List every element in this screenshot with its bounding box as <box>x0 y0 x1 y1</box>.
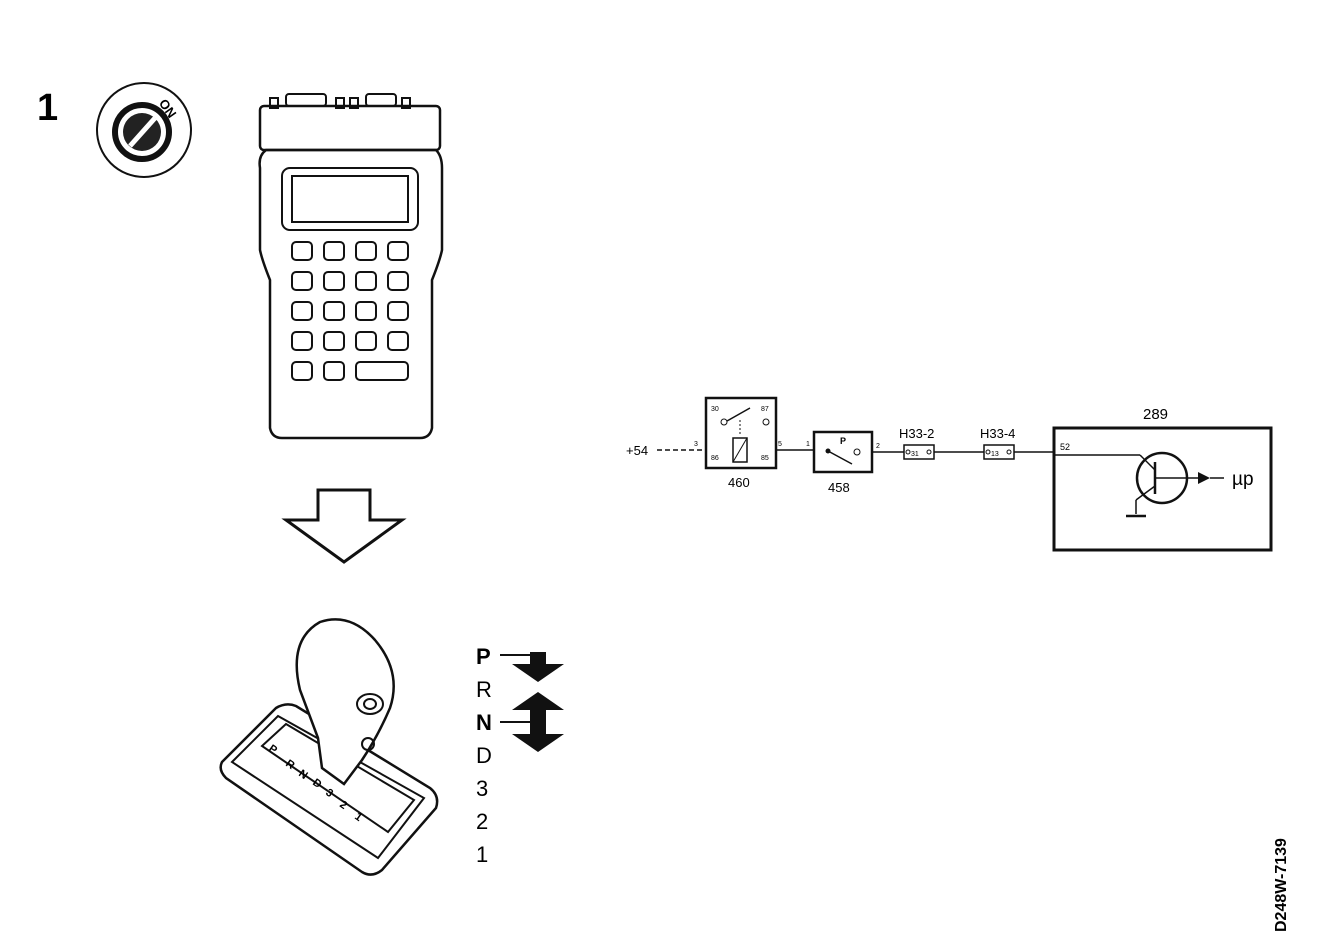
gear-position-n: N <box>476 710 492 735</box>
gate-label: 1 <box>352 811 364 824</box>
control-module-289: 289 52 µp <box>1052 406 1273 552</box>
relay-pin-30: 30 <box>711 406 719 413</box>
gear-position-d: D <box>476 743 492 768</box>
gear-position-3: 3 <box>476 776 488 801</box>
connector-2-pin: 13 <box>991 451 999 458</box>
relay-pin-left: 3 <box>694 441 698 448</box>
relay-pin-86: 86 <box>711 455 719 462</box>
connector-h33-4: H33-4 13 <box>980 426 1015 460</box>
supply-label: +54 <box>626 443 648 458</box>
gear-shifter-icon <box>219 618 439 876</box>
connector-1-id: H33-2 <box>899 426 934 441</box>
gate-label: D <box>310 777 323 791</box>
relay-pin-right: 5 <box>778 441 782 448</box>
ignition-on-label: ON <box>156 96 179 121</box>
tester-keypad <box>291 241 409 381</box>
relay-pin-87: 87 <box>761 406 769 413</box>
relay-pin-85: 85 <box>761 455 769 462</box>
gate-label: P <box>266 743 279 757</box>
gear-position-r: R <box>476 677 492 702</box>
arrow-n-updown-icon <box>500 692 564 752</box>
gear-position-2: 2 <box>476 809 488 834</box>
relay-id: 460 <box>728 475 750 490</box>
handheld-tester-icon <box>258 93 444 440</box>
gate-label: 2 <box>337 799 349 812</box>
module-id: 289 <box>1143 406 1168 423</box>
gate-label: R <box>283 758 296 772</box>
gear-position-p: P <box>476 644 491 669</box>
gear-position-1: 1 <box>476 842 488 867</box>
gate-label: 3 <box>323 787 335 800</box>
switch-pin-in: 1 <box>806 441 810 448</box>
relay-460: 30 87 86 85 460 5 <box>704 396 782 490</box>
step-number: 1 <box>37 87 58 129</box>
connector-h33-2: H33-2 31 <box>899 426 935 460</box>
ignition-key-icon: ON <box>96 82 192 178</box>
connector-1-pin: 31 <box>911 451 919 458</box>
circuit-diagram: +54 3 30 87 86 85 460 5 1 P 45 <box>626 396 1273 552</box>
switch-pin-out: 2 <box>876 443 880 450</box>
switch-458: P 458 <box>812 430 874 495</box>
arrow-p-down-icon <box>500 652 564 682</box>
gear-position-list: P R N D 3 2 1 <box>476 644 492 867</box>
switch-id: 458 <box>828 480 850 495</box>
switch-contact-label: P <box>840 436 846 446</box>
module-pin: 52 <box>1060 442 1070 452</box>
down-arrow-icon <box>281 488 407 564</box>
module-input-label: µp <box>1232 469 1254 490</box>
connector-2-id: H33-4 <box>980 426 1015 441</box>
figure-code: D248W-7139 <box>1273 838 1290 932</box>
